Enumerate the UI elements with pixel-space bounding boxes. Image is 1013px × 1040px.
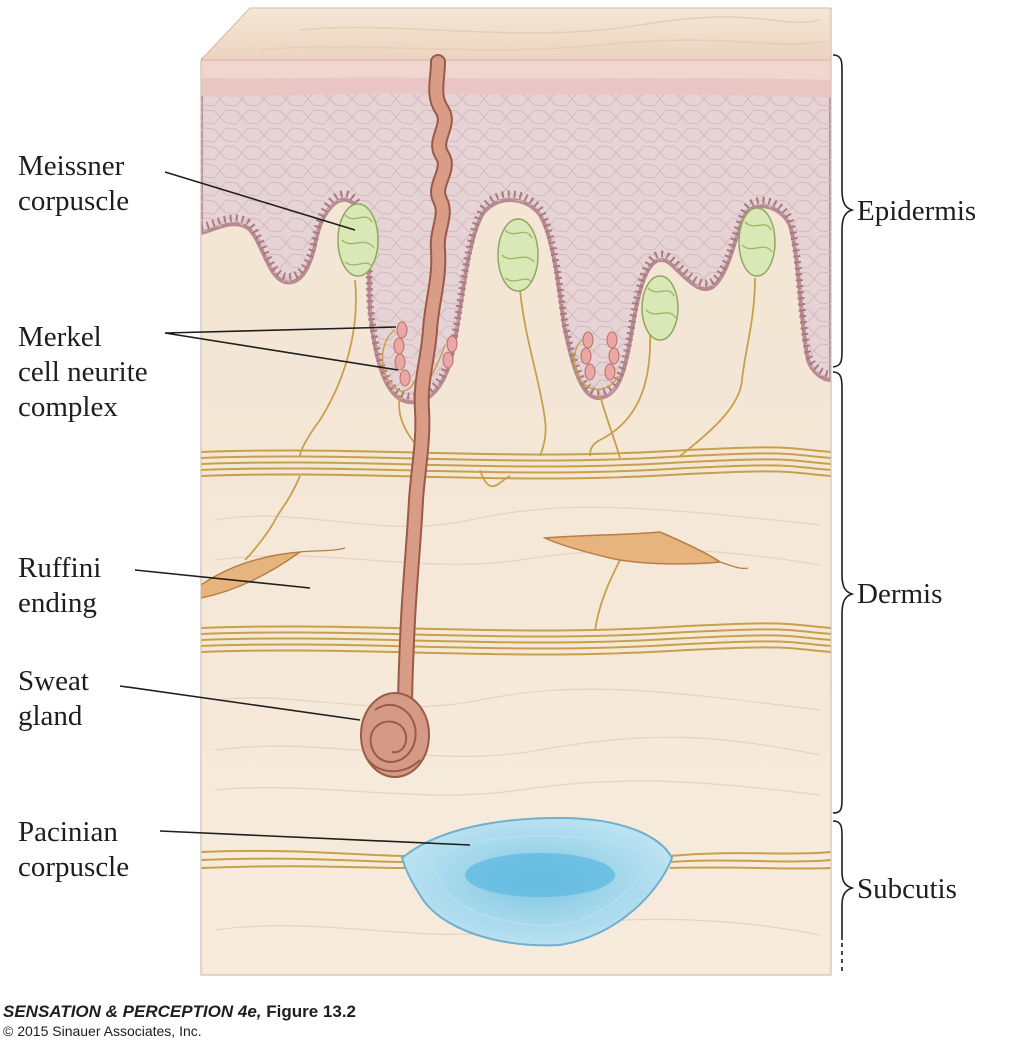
layer-braces: [832, 54, 855, 975]
sweat-gland-coil: [360, 692, 430, 778]
merkel-line-2: cell neurite: [18, 356, 148, 388]
pacinian-corpuscle: [400, 816, 674, 947]
sweat-line-1: Sweat: [18, 665, 89, 697]
brace-subcutis: [832, 820, 855, 940]
credit-title-italic: SENSATION & PERCEPTION 4e,: [3, 1002, 262, 1021]
figure-credit-title: SENSATION & PERCEPTION 4e, Figure 13.2: [3, 1002, 356, 1021]
skin-block: [201, 7, 831, 975]
merkel-cells: [393, 321, 620, 387]
brace-epidermis: [832, 54, 855, 368]
leader-lines: [119, 171, 471, 846]
block-outline: [200, 8, 832, 976]
label-pacinian-corpuscle: Pacinian corpuscle: [18, 816, 129, 883]
credit-title-rest: Figure 13.2: [262, 1002, 356, 1021]
meissner-line-1: Meissner: [18, 150, 125, 182]
brace-dermis: [832, 371, 855, 814]
ruffini-line-1: Ruffini: [18, 552, 101, 584]
label-meissner-corpuscle: Meissner corpuscle: [18, 150, 132, 217]
figure-copyright: © 2015 Sinauer Associates, Inc.: [3, 1023, 202, 1039]
nerve-bundles: [201, 446, 831, 870]
label-subcutis: Subcutis: [857, 873, 957, 905]
label-epidermis: Epidermis: [857, 195, 976, 227]
nerve-branches: [244, 277, 756, 631]
merkel-line-3: complex: [18, 391, 118, 423]
label-ruffini-ending: Ruffini ending: [18, 552, 109, 619]
skin-surface: [201, 7, 831, 61]
label-dermis: Dermis: [857, 578, 942, 610]
label-merkel-complex: Merkel cell neurite complex: [18, 321, 155, 423]
ruffini-line-2: ending: [18, 587, 97, 619]
pacinian-line-1: Pacinian: [18, 816, 118, 848]
meissner-line-2: corpuscle: [18, 185, 129, 217]
pacinian-line-2: corpuscle: [18, 851, 129, 883]
merkel-line-1: Merkel: [18, 321, 102, 353]
sweat-line-2: gland: [18, 700, 83, 732]
label-sweat-gland: Sweat gland: [18, 665, 96, 732]
ruffini-endings: [201, 531, 723, 599]
